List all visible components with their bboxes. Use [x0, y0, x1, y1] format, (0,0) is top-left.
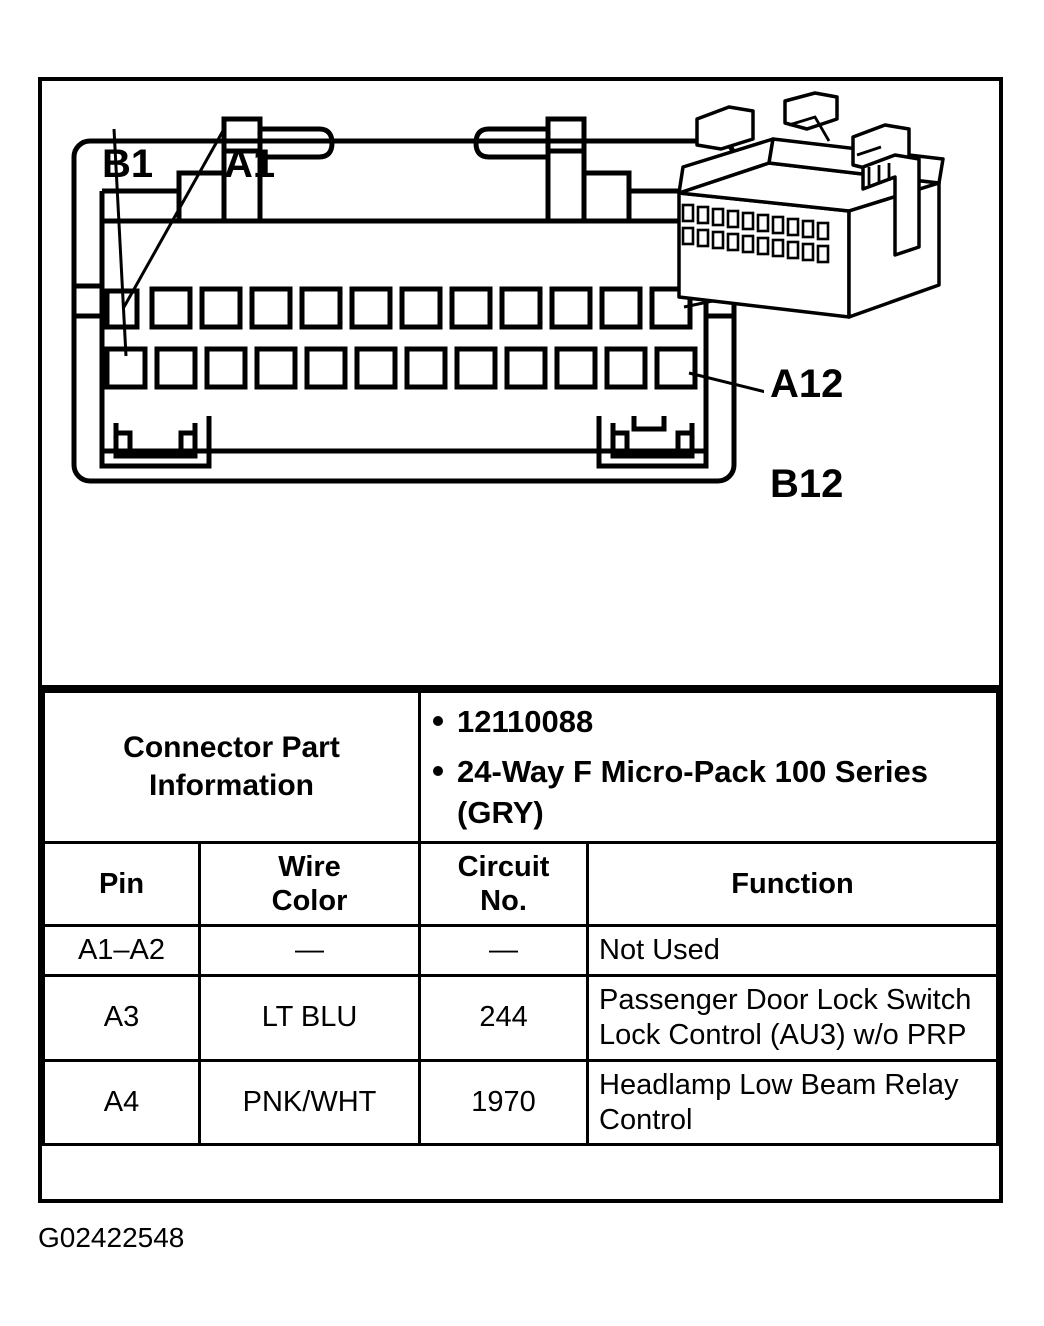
table-row: A1–A2 — — Not Used [42, 924, 999, 978]
connector-part-information-list: 12110088 24-Way F Micro-Pack 100 Series … [431, 702, 986, 833]
connector-part-information-row: Connector Part Information 12110088 24-W… [41, 690, 999, 844]
row-pin: A3 [42, 974, 201, 1062]
header-circuit-no-line1: Circuit [457, 850, 550, 883]
header-pin-cell: Pin [42, 840, 201, 928]
connector-part-information-values-cell: 12110088 24-Way F Micro-Pack 100 Series … [418, 690, 999, 844]
connector-part-information-label: Connector Part Information [123, 731, 340, 802]
table-row: A3 LT BLU 244 Passenger Door Lock Switch… [42, 974, 999, 1062]
pin-callout-b12: B12 [770, 462, 844, 506]
cavity-grid [104, 286, 698, 390]
table-row: A4 PNK/WHT 1970 Headlamp Low Beam Relay … [42, 1058, 999, 1147]
pin-callout-a1: A1 [224, 142, 276, 186]
row-circuit-no: 1970 [418, 1058, 590, 1147]
row-function: Not Used [586, 924, 999, 978]
figure-id-caption: G02422548 [38, 1222, 185, 1253]
row-pin: A1–A2 [42, 924, 201, 978]
connector-part-information-label-cell: Connector Part Information [41, 690, 422, 844]
connector-part-description: 24-Way F Micro-Pack 100 Series (GRY) [433, 752, 986, 833]
connector-figure-frame: B1 A1 A12 B12 Connector Part Information… [38, 77, 1003, 1203]
row-circuit-no: — [418, 924, 590, 978]
header-wire-color-line2: Color [271, 885, 348, 918]
header-circuit-no-line2: No. [480, 885, 527, 918]
row-function: Passenger Door Lock Switch Lock Control … [586, 974, 999, 1062]
row-pin: A4 [42, 1058, 201, 1147]
connector-front-view-drawing [71, 116, 764, 484]
header-function-cell: Function [586, 840, 999, 928]
row-wire-color: LT BLU [197, 974, 422, 1062]
connector-diagram-region: B1 A1 A12 B12 [42, 81, 999, 690]
pin-callout-a12: A12 [770, 362, 844, 406]
row-function: Headlamp Low Beam Relay Control [586, 1058, 999, 1147]
header-wire-color-line1: Wire [278, 850, 341, 883]
connector-part-number: 12110088 [433, 702, 986, 742]
header-circuit-no-cell: Circuit No. [418, 840, 590, 928]
row-wire-color: PNK/WHT [197, 1058, 422, 1147]
row-wire-color: — [197, 924, 422, 978]
header-wire-color-cell: Wire Color [197, 840, 422, 928]
row-circuit-no: 244 [418, 974, 590, 1062]
connector-pinout-table: Connector Part Information 12110088 24-W… [41, 690, 999, 1147]
header-function: Function [731, 868, 854, 900]
connector-isometric-inset [677, 91, 945, 319]
header-pin: Pin [98, 868, 145, 900]
table-header-row: Pin Wire Color Circuit No. Function [42, 840, 999, 928]
pin-callout-b1: B1 [102, 142, 154, 186]
